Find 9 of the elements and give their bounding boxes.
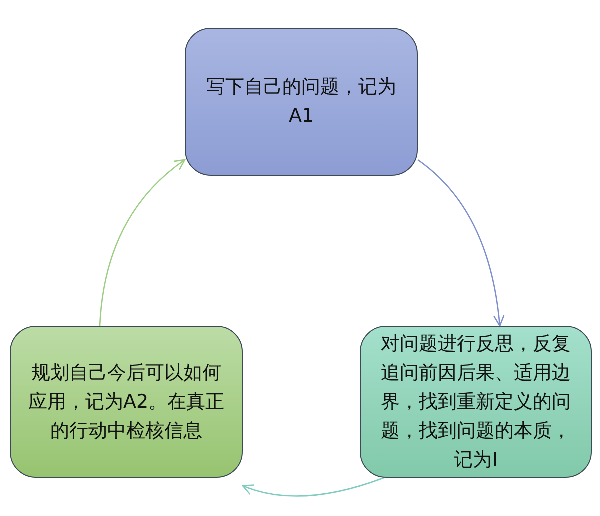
rounded-box: [10, 326, 243, 478]
arrow: [242, 477, 384, 497]
arrow: [99, 159, 186, 326]
box-text: 对问题进行反思，反复追问前因后果、适用边界，找到重新定义的问题，找到问题的本质，记为I: [380, 332, 572, 472]
box-text: 写下自己的问题，记为A1: [206, 75, 398, 129]
rounded-box: [185, 28, 418, 176]
arrow: [418, 159, 505, 327]
box-text: 规划自己今后可以如何应用，记为A2。在真正的行动中检核信息: [27, 360, 226, 444]
rounded-box: [360, 326, 592, 478]
